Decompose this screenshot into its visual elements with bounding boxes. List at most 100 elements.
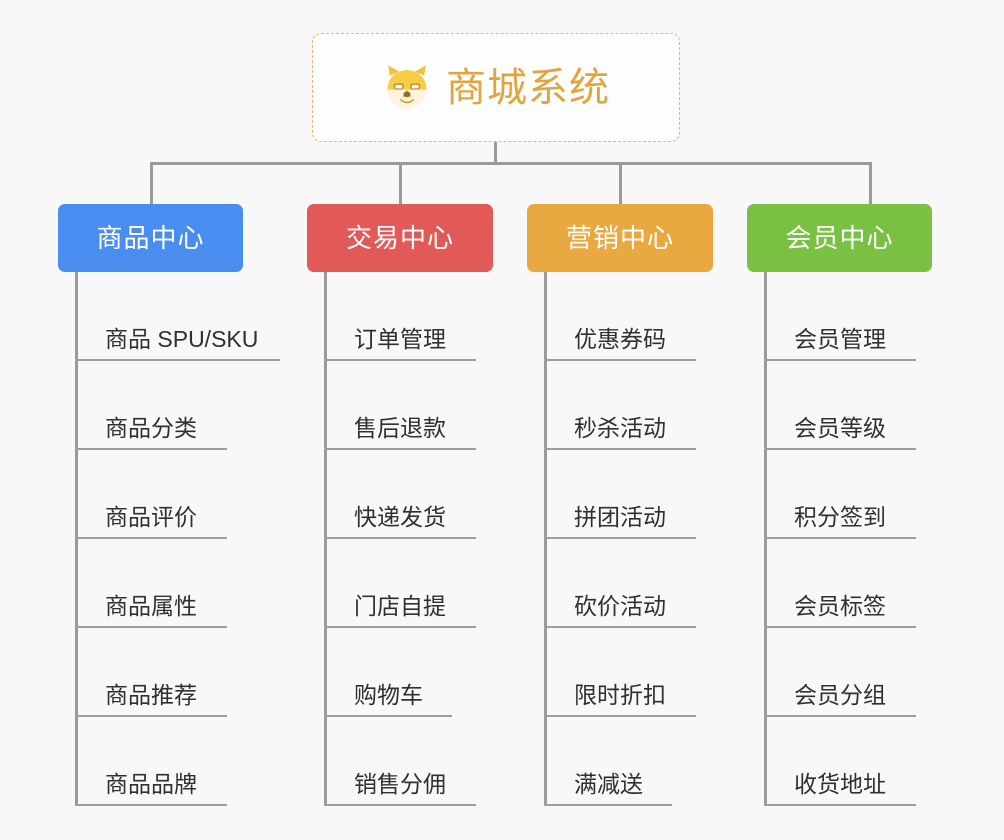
leaf-item-label: 商品 SPU/SKU (105, 325, 259, 352)
leaf-item-label: 秒杀活动 (574, 414, 666, 441)
category-column-trade-center: 交易中心订单管理售后退款快递发货门店自提购物车销售分佣 (307, 204, 493, 806)
leaf-item-underline (544, 448, 696, 450)
leaf-spine-connector (324, 272, 327, 806)
leaf-item-label: 会员管理 (794, 325, 886, 352)
leaf-item[interactable]: 商品分类 (75, 361, 243, 450)
category-title: 营销中心 (565, 223, 674, 253)
leaf-spine-connector (764, 272, 767, 806)
leaf-item-label: 门店自提 (354, 592, 446, 619)
leaf-item[interactable]: 商品属性 (75, 539, 243, 628)
leaf-item-label: 销售分佣 (354, 770, 446, 797)
leaf-item[interactable]: 收货地址 (764, 717, 932, 806)
leaf-item[interactable]: 商品评价 (75, 450, 243, 539)
leaf-item[interactable]: 积分签到 (764, 450, 932, 539)
leaf-item-label: 订单管理 (354, 325, 446, 352)
category-box-member-center[interactable]: 会员中心 (747, 204, 932, 272)
leaf-item[interactable]: 快递发货 (324, 450, 493, 539)
leaf-item[interactable]: 会员等级 (764, 361, 932, 450)
leaf-item-label: 会员分组 (794, 681, 886, 708)
leaf-item-underline (324, 804, 476, 806)
leaf-item-label: 收货地址 (794, 770, 886, 797)
leaf-item-underline (764, 626, 916, 628)
leaf-item[interactable]: 会员分组 (764, 628, 932, 717)
root-trunk-connector (494, 142, 497, 164)
leaf-item-underline (544, 804, 672, 806)
branch-drop-1 (150, 162, 153, 204)
leaf-item-label: 商品推荐 (105, 681, 197, 708)
leaf-item-label: 满减送 (574, 770, 643, 797)
leaf-list-trade-center: 订单管理售后退款快递发货门店自提购物车销售分佣 (324, 272, 493, 806)
leaf-item-underline (544, 626, 696, 628)
leaf-item-underline (75, 804, 227, 806)
leaf-item-label: 购物车 (354, 681, 423, 708)
leaf-item-label: 积分签到 (794, 503, 886, 530)
leaf-item-label: 商品评价 (105, 503, 197, 530)
leaf-item-underline (544, 359, 696, 361)
leaf-item[interactable]: 满减送 (544, 717, 713, 806)
leaf-item[interactable]: 商品品牌 (75, 717, 243, 806)
leaf-item-underline (764, 537, 916, 539)
leaf-list-member-center: 会员管理会员等级积分签到会员标签会员分组收货地址 (764, 272, 932, 806)
leaf-list-marketing-center: 优惠券码秒杀活动拼团活动砍价活动限时折扣满减送 (544, 272, 713, 806)
leaf-item-label: 会员标签 (794, 592, 886, 619)
leaf-item-label: 砍价活动 (574, 592, 666, 619)
leaf-item-label: 快递发货 (354, 503, 446, 530)
leaf-item-underline (764, 804, 916, 806)
leaf-item-label: 商品属性 (105, 592, 197, 619)
branch-drop-3 (619, 162, 622, 204)
leaf-spine-connector (75, 272, 78, 806)
leaf-item[interactable]: 限时折扣 (544, 628, 713, 717)
leaf-item-underline (324, 715, 452, 717)
leaf-item[interactable]: 拼团活动 (544, 450, 713, 539)
leaf-item-label: 商品分类 (105, 414, 197, 441)
leaf-item[interactable]: 售后退款 (324, 361, 493, 450)
leaf-item-underline (324, 626, 476, 628)
leaf-item[interactable]: 销售分佣 (324, 717, 493, 806)
leaf-item-underline (75, 537, 227, 539)
leaf-item[interactable]: 优惠券码 (544, 272, 713, 361)
shiba-dog-face-icon (382, 63, 432, 113)
category-title: 会员中心 (785, 223, 894, 253)
leaf-item-label: 商品品牌 (105, 770, 197, 797)
leaf-item-underline (324, 359, 476, 361)
leaf-item[interactable]: 订单管理 (324, 272, 493, 361)
leaf-item-underline (324, 537, 476, 539)
root-title: 商城系统 (446, 65, 610, 110)
root-node[interactable]: 商城系统 (312, 33, 680, 142)
leaf-item[interactable]: 秒杀活动 (544, 361, 713, 450)
leaf-item[interactable]: 购物车 (324, 628, 493, 717)
leaf-item[interactable]: 会员标签 (764, 539, 932, 628)
leaf-item-label: 会员等级 (794, 414, 886, 441)
leaf-item[interactable]: 商品推荐 (75, 628, 243, 717)
leaf-item-underline (764, 359, 916, 361)
leaf-item-underline (544, 715, 696, 717)
leaf-item-underline (544, 537, 696, 539)
leaf-spine-connector (544, 272, 547, 806)
leaf-item-underline (764, 448, 916, 450)
leaf-item[interactable]: 商品 SPU/SKU (75, 272, 280, 361)
leaf-list-product-center: 商品 SPU/SKU 商品分类商品评价商品属性商品推荐商品品牌 (75, 272, 280, 806)
leaf-item[interactable]: 门店自提 (324, 539, 493, 628)
leaf-item-underline (75, 359, 280, 361)
leaf-item-underline (75, 448, 227, 450)
category-title: 商品中心 (96, 223, 205, 253)
branch-drop-2 (399, 162, 402, 204)
leaf-item[interactable]: 砍价活动 (544, 539, 713, 628)
branch-bus-connector (150, 162, 872, 165)
leaf-item[interactable]: 会员管理 (764, 272, 932, 361)
category-box-product-center[interactable]: 商品中心 (58, 204, 243, 272)
category-box-trade-center[interactable]: 交易中心 (307, 204, 493, 272)
leaf-item-label: 售后退款 (354, 414, 446, 441)
category-column-product-center: 商品中心商品 SPU/SKU 商品分类商品评价商品属性商品推荐商品品牌 (58, 204, 280, 806)
category-box-marketing-center[interactable]: 营销中心 (527, 204, 713, 272)
category-title: 交易中心 (345, 223, 454, 253)
category-column-marketing-center: 营销中心优惠券码秒杀活动拼团活动砍价活动限时折扣满减送 (527, 204, 713, 806)
branch-drop-4 (869, 162, 872, 204)
leaf-item-underline (324, 448, 476, 450)
leaf-item-label: 限时折扣 (574, 681, 666, 708)
leaf-item-underline (75, 626, 227, 628)
leaf-item-label: 优惠券码 (574, 325, 666, 352)
leaf-item-label: 拼团活动 (574, 503, 666, 530)
leaf-item-underline (75, 715, 227, 717)
